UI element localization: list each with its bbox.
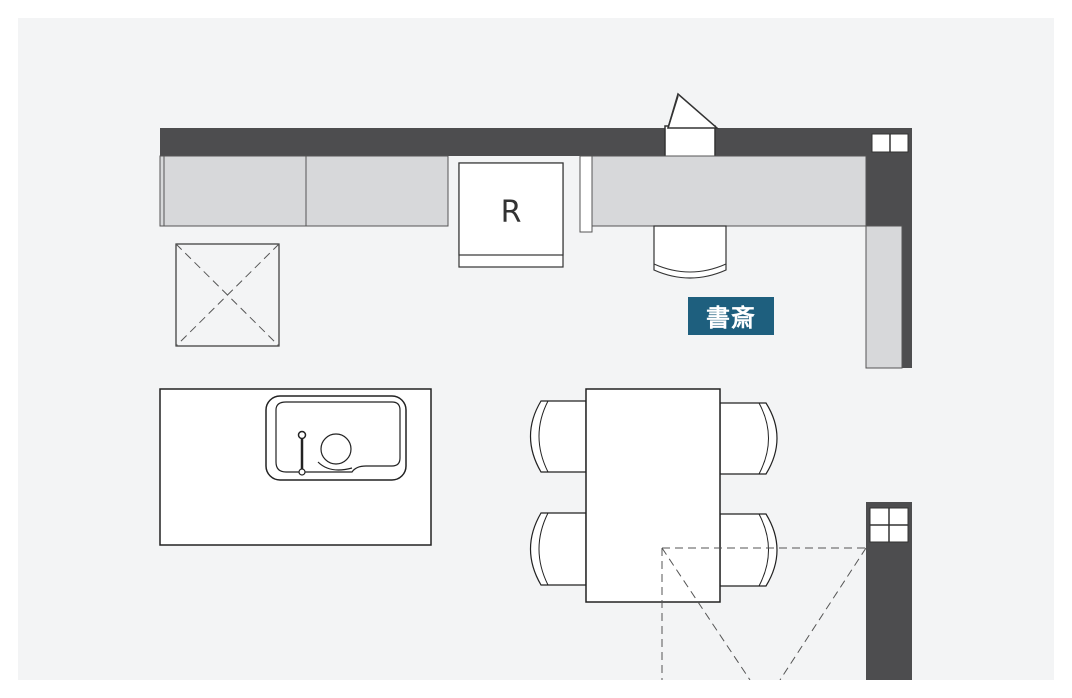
study-label: 書斎: [706, 304, 756, 332]
dining-table: [585, 388, 721, 603]
window-top-right-icon: [871, 133, 909, 153]
dining-chair-right-top: [719, 402, 778, 475]
fridge-label: R: [501, 195, 522, 230]
fridge: R: [458, 162, 564, 268]
dining-chair-left-top: [530, 400, 587, 473]
door-leaf: [666, 92, 720, 129]
dining-chair-left-bottom: [530, 512, 587, 586]
study-chair: [653, 225, 727, 279]
dashed-area: [661, 547, 867, 680]
storage-box: [175, 243, 280, 347]
top-wall: [160, 128, 912, 156]
counter-left-1: [159, 155, 307, 227]
door-swing-arc: [667, 95, 679, 129]
sink-icon: [265, 395, 407, 481]
floorplan-drawing: R 書斎: [159, 92, 912, 680]
counter-gap-strip: [579, 155, 593, 233]
counter-right-wall: [865, 225, 903, 369]
study-badge: 書斎: [688, 297, 774, 335]
floorplan-frame: R 書斎: [18, 18, 1054, 680]
counter-left-2: [305, 155, 449, 227]
door-opening: [664, 125, 716, 159]
counter-right: [591, 155, 867, 227]
dining-chair-right-bottom: [719, 513, 778, 587]
window-lower-right-icon: [869, 507, 909, 543]
